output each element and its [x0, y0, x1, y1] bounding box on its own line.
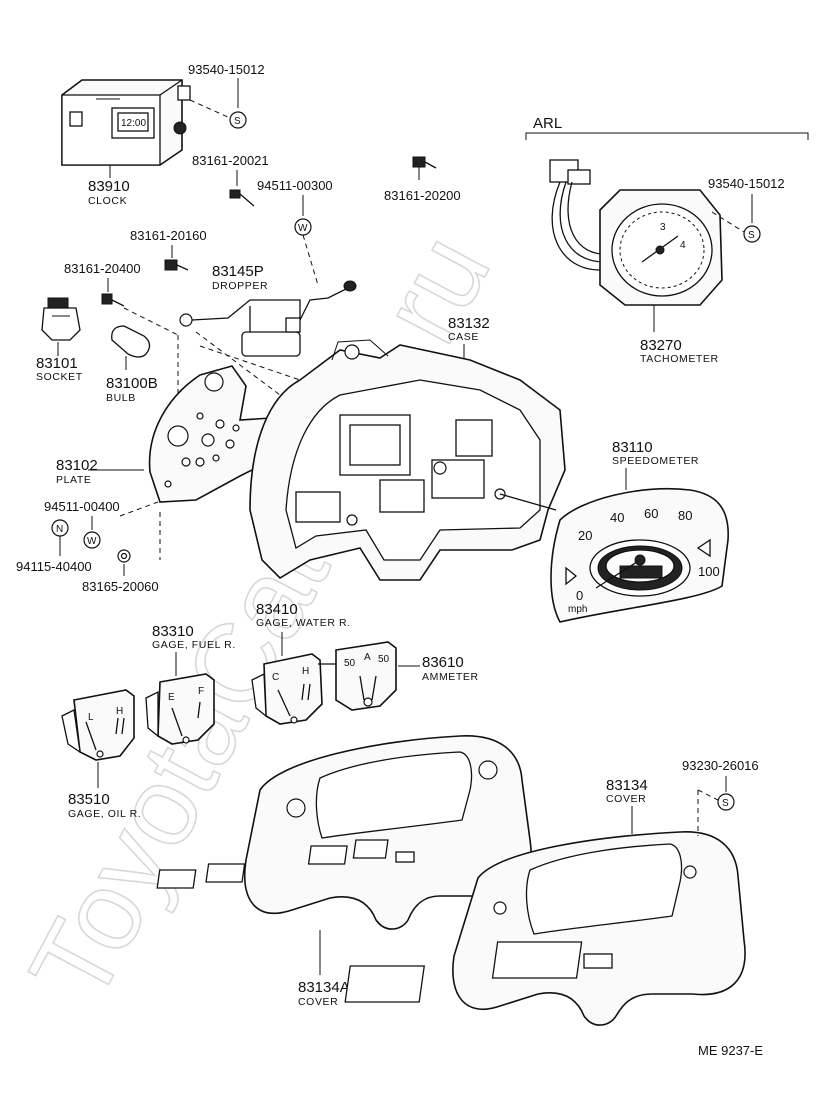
speedometer-name: SPEEDOMETER: [612, 455, 699, 467]
socket-number: 83101: [36, 355, 78, 372]
tachometer-name: TACHOMETER: [640, 353, 719, 365]
dropper-part: [179, 280, 357, 357]
oil-gauge-part: L H: [61, 689, 135, 761]
bulb-part: [111, 325, 151, 358]
washer-00400-number: 94511-00400: [44, 499, 120, 514]
tach-screw-number: 93540-15012: [708, 176, 785, 191]
clock-screw-number: 93540-15012: [188, 62, 265, 77]
tach-mark-4: 4: [680, 240, 686, 251]
plate-name: PLATE: [56, 474, 91, 486]
screw-20021-icon: [229, 189, 255, 207]
nut-40400-number: 94115-40400: [16, 559, 92, 574]
clock-display: 12:00: [121, 118, 146, 129]
cover-screw-number: 93230-26016: [682, 758, 759, 773]
fuel-gauge-part: E F: [145, 673, 215, 745]
fuel-mark-e: E: [168, 692, 175, 703]
fuel-gauge-number: 83310: [152, 623, 194, 640]
water-mark-c: C: [272, 672, 279, 683]
speedo-unit: mph: [568, 604, 587, 615]
socket-part: [41, 297, 81, 341]
speedo-mark-60: 60: [644, 506, 658, 521]
water-gauge-number: 83410: [256, 601, 298, 618]
screw-20021-number: 83161-20021: [192, 153, 269, 168]
dropper-name: DROPPER: [212, 280, 268, 292]
washer-00400-symbol: W: [87, 536, 97, 547]
bulb-name: BULB: [106, 392, 136, 404]
dropper-number: 83145P: [212, 263, 264, 280]
screw-20200-number: 83161-20200: [384, 188, 461, 203]
clock-screw-symbol: S: [234, 116, 241, 127]
oil-mark-h: H: [116, 706, 123, 717]
speedo-mark-80: 80: [678, 508, 692, 523]
speedo-mark-100: 100: [698, 564, 720, 579]
ammeter-mark-a: A: [364, 652, 371, 663]
speedometer-part: 0 20 40 60 80 100 mph: [550, 487, 729, 623]
plate-part: [148, 365, 285, 503]
water-gauge-part: C H: [251, 653, 323, 725]
washer-00300-symbol: W: [298, 223, 308, 234]
cover-name: COVER: [606, 793, 646, 805]
variant-label: ARL: [533, 115, 562, 132]
ammeter-number: 83610: [422, 654, 464, 671]
plate-number: 83102: [56, 457, 98, 474]
screw-20200-icon: [412, 156, 437, 169]
speedo-mark-0: 0: [576, 588, 583, 603]
fuel-gauge-name: GAGE, FUEL R.: [152, 639, 236, 651]
oil-mark-l: L: [88, 712, 94, 723]
nut-20060-number: 83165-20060: [82, 579, 159, 594]
socket-name: SOCKET: [36, 371, 83, 383]
water-mark-h: H: [302, 666, 309, 677]
nut-20060-icon: [117, 549, 131, 563]
clock-number: 83910: [88, 178, 130, 195]
oil-gauge-number: 83510: [68, 791, 110, 808]
ammeter-mark-50-left: 50: [344, 658, 356, 669]
tach-mark-3: 3: [660, 222, 666, 233]
clock-name: CLOCK: [88, 195, 127, 207]
screw-20160-number: 83161-20160: [130, 228, 207, 243]
speedo-mark-40: 40: [610, 510, 624, 525]
ammeter-name: AMMETER: [422, 671, 479, 683]
oil-gauge-name: GAGE, OIL R.: [68, 808, 141, 820]
cover-a-name: COVER: [298, 996, 338, 1008]
cover-screw-symbol: S: [722, 798, 729, 809]
cover-number: 83134: [606, 777, 648, 794]
cover-a-number: 83134A: [298, 979, 350, 996]
bulb-number: 83100B: [106, 375, 158, 392]
water-gauge-name: GAGE, WATER R.: [256, 617, 351, 629]
cover-a-part: [156, 735, 532, 930]
screw-20160-icon: [164, 259, 189, 271]
screw-20400-icon: [101, 293, 125, 307]
case-name: CASE: [448, 331, 479, 343]
ammeter-part: 50 A 50: [318, 641, 397, 711]
clock-part: 12:00: [61, 79, 191, 166]
ammeter-mark-50-right: 50: [378, 654, 390, 665]
screw-20400-number: 83161-20400: [64, 261, 141, 276]
tach-screw-symbol: S: [748, 230, 755, 241]
tachometer-part: 3 4: [549, 159, 723, 306]
speedometer-number: 83110: [612, 439, 653, 456]
tachometer-number: 83270: [640, 337, 682, 354]
fuel-mark-f: F: [198, 686, 204, 697]
washer-00300-number: 94511-00300: [257, 178, 333, 193]
speedo-mark-20: 20: [578, 528, 592, 543]
case-part: [249, 339, 566, 581]
nut-40400-symbol: N: [56, 524, 63, 535]
case-number: 83132: [448, 315, 490, 332]
figure-code: ME 9237-E: [698, 1043, 763, 1058]
cover-part: [344, 831, 746, 1026]
